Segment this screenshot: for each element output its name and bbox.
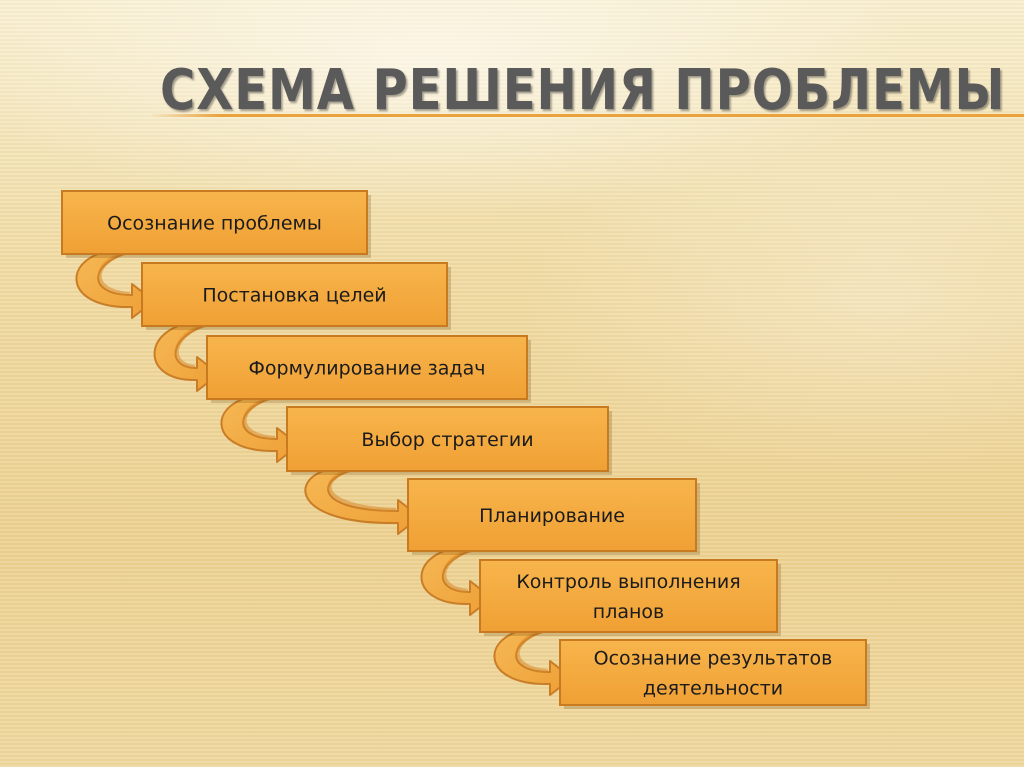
step-box-rect [559,639,867,706]
step-label: Контроль выполнения [516,571,740,593]
step-label: планов [593,601,664,623]
step-box: Контроль выполнения планов [479,559,781,636]
step-box: Осознание результатов деятельности [559,639,870,709]
step-box: Формулирование задач [206,335,531,403]
step-box: Выбор стратегии [286,406,612,475]
step-label: Осознание проблемы [107,213,322,235]
step-box-rect [141,262,448,327]
step-box-rect [286,406,609,472]
step-box-rect [206,335,528,400]
step-label: деятельности [643,678,783,700]
step-box: Постановка целей [141,262,451,330]
title-underline [150,114,1024,117]
step-box: Осознание проблемы [61,190,371,258]
step-label: Планирование [479,505,625,527]
curved-arrow-icon [304,466,421,535]
step-label: Формулирование задач [249,358,486,380]
step-box-rect [61,190,368,255]
step-box: Планирование [407,478,700,555]
step-label: Выбор стратегии [361,429,533,451]
step-label: Постановка целей [202,285,386,307]
step-label: Осознание результатов [594,648,833,670]
step-box-rect [479,559,778,633]
step-box-rect [407,478,697,552]
